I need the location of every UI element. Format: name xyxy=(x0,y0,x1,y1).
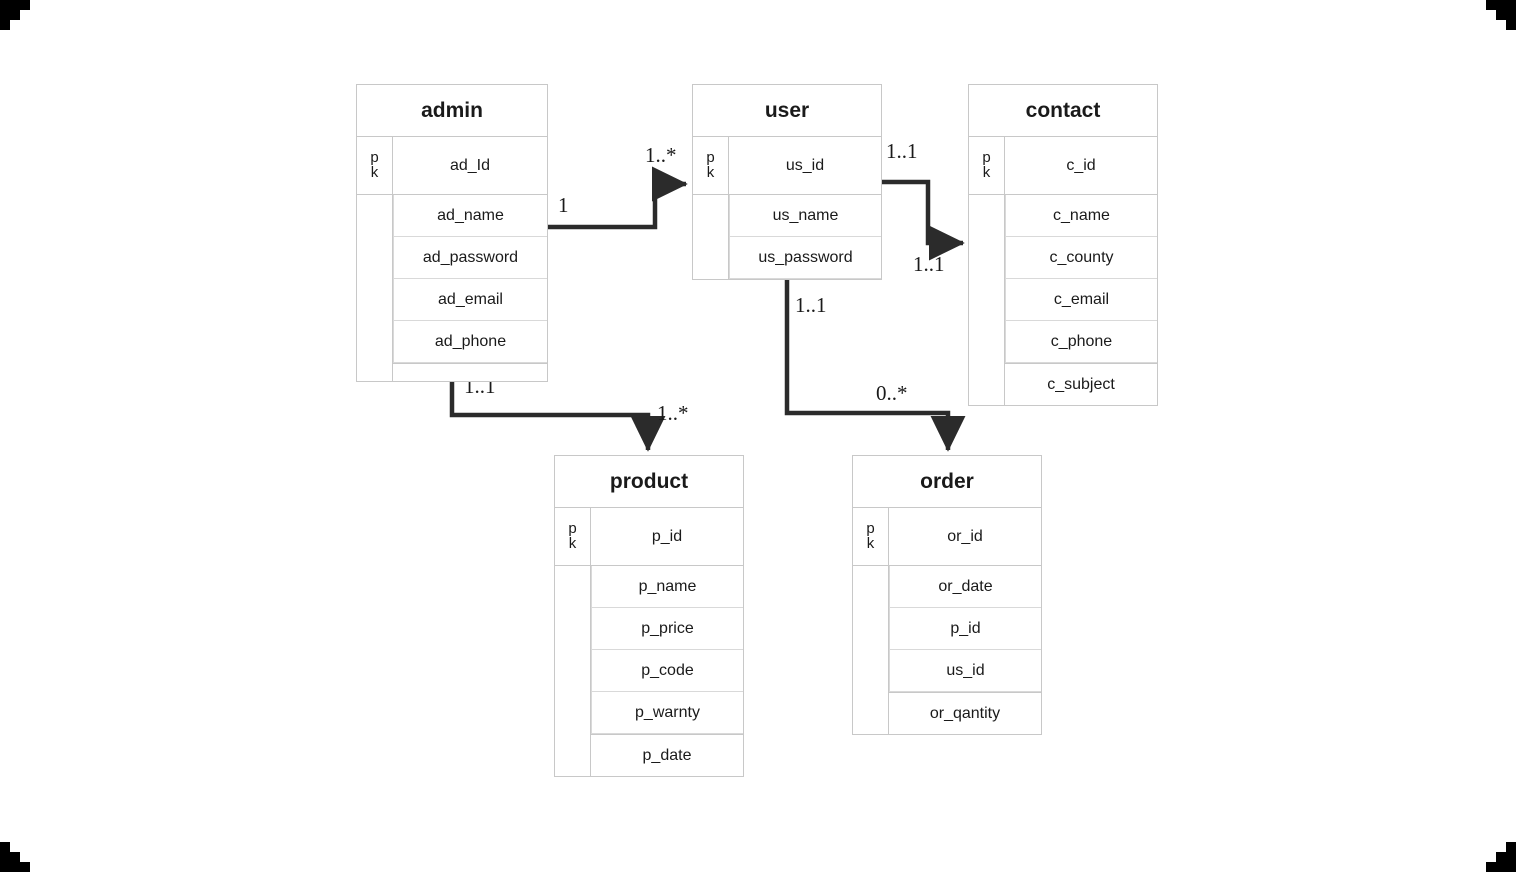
pk-marker-order: p k xyxy=(853,508,888,566)
entity-table-order[interactable]: order p k or_id or_date p_id us_id or_qa… xyxy=(852,455,1042,735)
cardinality-user-order-source: 1..1 xyxy=(795,293,827,317)
field-row[interactable]: p_price xyxy=(591,608,743,650)
field-row[interactable]: us_name xyxy=(729,195,881,237)
field-row[interactable]: c_id xyxy=(1005,137,1157,195)
entity-body-order: p k or_id or_date p_id us_id or_qantity xyxy=(853,508,1041,734)
entity-body-product: p k p_id p_name p_price p_code p_warnty … xyxy=(555,508,743,776)
cardinality-admin-user-target: 1..* xyxy=(645,143,677,167)
entity-table-contact[interactable]: contact p k c_id c_name c_county c_email… xyxy=(968,84,1158,406)
corner-decoration-top-left xyxy=(0,0,40,40)
field-list-product: p_id p_name p_price p_code p_warnty p_da… xyxy=(591,508,743,776)
entity-body-user: p k us_id us_name us_password xyxy=(693,137,881,279)
pk-marker-product: p k xyxy=(555,508,590,566)
entity-title-user: user xyxy=(693,85,881,137)
cardinality-admin-user-source: 1 xyxy=(558,193,569,217)
field-row[interactable]: or_date xyxy=(889,566,1041,608)
pk-column-product: p k xyxy=(555,508,591,776)
field-list-contact: c_id c_name c_county c_email c_phone c_s… xyxy=(1005,137,1157,405)
field-row[interactable]: us_id xyxy=(889,650,1041,692)
entity-title-admin: admin xyxy=(357,85,547,137)
corner-decoration-top-right xyxy=(1476,0,1516,40)
cardinality-user-contact-source: 1..1 xyxy=(886,139,918,163)
pk-column-contact: p k xyxy=(969,137,1005,405)
pk-marker-user: p k xyxy=(693,137,728,195)
field-row[interactable]: or_id xyxy=(889,508,1041,566)
field-row[interactable]: p_date xyxy=(591,734,743,776)
connector-admin-user xyxy=(548,166,688,230)
entity-title-order: order xyxy=(853,456,1041,508)
field-row[interactable]: ad_password xyxy=(393,237,547,279)
cardinality-admin-product-target: 1..* xyxy=(657,401,689,425)
field-list-order: or_id or_date p_id us_id or_qantity xyxy=(889,508,1041,734)
field-row[interactable]: ad_email xyxy=(393,279,547,321)
pk-column-order: p k xyxy=(853,508,889,734)
field-row[interactable]: ad_name xyxy=(393,195,547,237)
field-row[interactable]: p_id xyxy=(591,508,743,566)
pk-marker-contact: p k xyxy=(969,137,1004,195)
pk-column-admin: p k xyxy=(357,137,393,381)
field-row[interactable]: p_id xyxy=(889,608,1041,650)
pk-column-user: p k xyxy=(693,137,729,279)
field-row[interactable]: c_county xyxy=(1005,237,1157,279)
field-spacer-admin xyxy=(393,363,547,381)
field-row[interactable]: us_password xyxy=(729,237,881,279)
entity-body-contact: p k c_id c_name c_county c_email c_phone… xyxy=(969,137,1157,405)
field-row[interactable]: c_email xyxy=(1005,279,1157,321)
pk-marker-admin: p k xyxy=(357,137,392,195)
field-row[interactable]: us_id xyxy=(729,137,881,195)
entity-title-contact: contact xyxy=(969,85,1157,137)
field-row[interactable]: ad_phone xyxy=(393,321,547,363)
field-row[interactable]: p_code xyxy=(591,650,743,692)
entity-table-product[interactable]: product p k p_id p_name p_price p_code p… xyxy=(554,455,744,777)
field-row[interactable]: c_name xyxy=(1005,195,1157,237)
connector-user-contact xyxy=(882,179,965,261)
field-row[interactable]: ad_Id xyxy=(393,137,547,195)
entity-body-admin: p k ad_Id ad_name ad_password ad_email a… xyxy=(357,137,547,381)
entity-table-user[interactable]: user p k us_id us_name us_password xyxy=(692,84,882,280)
field-row[interactable]: or_qantity xyxy=(889,692,1041,734)
corner-decoration-bottom-right xyxy=(1476,832,1516,872)
entity-title-product: product xyxy=(555,456,743,508)
cardinality-user-contact-target: 1..1 xyxy=(913,252,945,276)
corner-decoration-bottom-left xyxy=(0,832,40,872)
field-row[interactable]: c_phone xyxy=(1005,321,1157,363)
cardinality-user-order-target: 0..* xyxy=(876,381,908,405)
field-row[interactable]: p_warnty xyxy=(591,692,743,734)
field-list-user: us_id us_name us_password xyxy=(729,137,881,279)
field-row[interactable]: p_name xyxy=(591,566,743,608)
field-list-admin: ad_Id ad_name ad_password ad_email ad_ph… xyxy=(393,137,547,381)
field-row[interactable]: c_subject xyxy=(1005,363,1157,405)
entity-table-admin[interactable]: admin p k ad_Id ad_name ad_password ad_e… xyxy=(356,84,548,382)
